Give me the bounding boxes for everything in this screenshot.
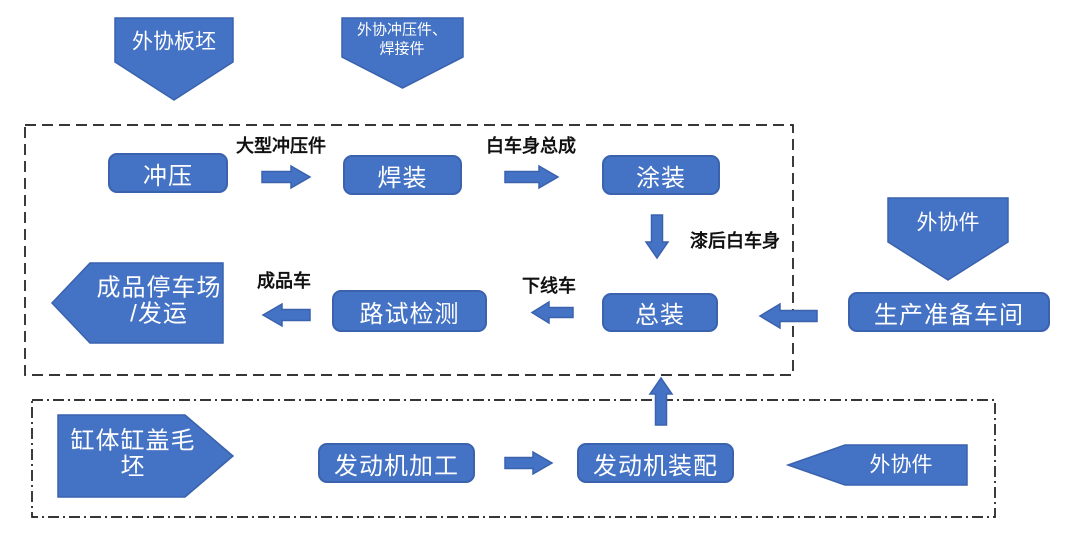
process-label-final-assembly: 总装 [635,302,685,329]
engine-plant-boundary [31,399,996,518]
main-plant-boundary [24,124,794,376]
arrow-engine-machining-to-engine-assembly [504,450,554,476]
process-label-stamping: 冲压 [143,162,193,190]
pentagon-plate-blank [114,17,234,101]
process-box-engine-assembly: 发动机装配 [577,443,734,483]
process-label-welding: 焊装 [377,164,428,192]
flow-label-biw-assembly: 白车身总成 [486,136,576,156]
process-box-stamping: 冲压 [108,153,228,193]
process-box-road-test: 路试检测 [332,290,487,332]
flow-label-large-stampings: 大型冲压件 [236,136,326,156]
process-box-welding: 焊装 [343,155,462,195]
pentagon-label-outsourced-stamping-welding-line2: 焊接件 [379,40,425,57]
pentagon-label-outsourced-stamping-welding-line1: 外协冲压件、 [356,21,448,39]
flow-label-offline-car: 下线车 [522,276,576,296]
pentagon-label-cylinder-blank-line1: 缸体缸盖毛 [70,427,196,455]
pentagon-label-outsourced-parts-bottom: 外协件 [869,453,933,477]
pentagon-cylinder-blank [57,414,235,498]
arrow-engine-to-final-assembly [648,376,674,426]
process-box-production-prep: 生产准备车间 [848,292,1050,332]
pentagon-label-outsourced-stamping-welding: 外协冲压件、 焊接件 [357,21,447,59]
flow-label-painted-body: 漆后白车身 [690,231,780,251]
pentagon-label-finished-parking-shipping: 成品停车场 /发运 [96,274,222,329]
arrow-assembly-to-roadtest [530,300,574,325]
process-box-painting: 涂装 [602,155,720,195]
pentagon-outsourced-parts-top [887,197,1009,281]
process-label-engine-assembly: 发动机装配 [593,452,718,480]
pentagon-label-outsourced-parts-top: 外协件 [916,211,980,235]
pentagon-outsourced-stamping-welding [341,17,464,89]
arrow-painting-to-assembly [644,214,670,260]
arrow-welding-to-painting [504,164,560,190]
pentagon-label-cylinder-blank-line2: 坯 [120,454,146,481]
process-box-engine-machining: 发动机加工 [318,443,475,483]
process-label-road-test: 路试检测 [359,300,460,328]
process-label-painting: 涂装 [636,164,686,192]
flow-label-finished-car: 成品车 [257,271,311,291]
pentagon-outsourced-parts-bottom [785,444,968,486]
arrow-prep-to-assembly [758,302,818,330]
process-label-engine-machining: 发动机加工 [334,452,459,480]
pentagon-label-plate-blank: 外协板坯 [132,30,216,54]
process-label-production-prep: 生产准备车间 [874,301,1024,329]
process-box-final-assembly: 总装 [602,293,718,332]
arrow-stamping-to-welding [261,164,312,190]
pentagon-label-finished-parking-line2: /发运 [130,301,188,328]
pentagon-finished-parking-shipping [50,262,224,344]
pentagon-label-finished-parking-line1: 成品停车场 [96,274,222,302]
arrow-roadtest-to-parking [261,302,311,328]
pentagon-label-cylinder-blank: 缸体缸盖毛 坯 [70,427,196,482]
